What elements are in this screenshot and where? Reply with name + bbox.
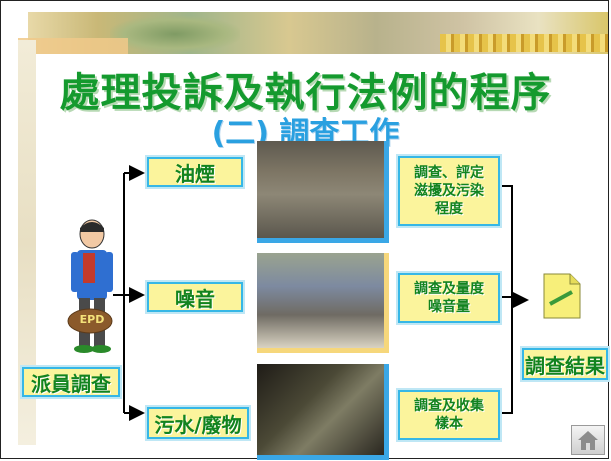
epd-badge: EPD xyxy=(79,313,105,326)
category-smoke-label: 油煙 xyxy=(175,161,215,186)
action-waste-label: 調查及收集樣本 xyxy=(414,398,484,432)
action-noise-box: 調查及量度噪音量 xyxy=(398,273,500,323)
connector-bracket xyxy=(500,185,513,414)
officer-figure xyxy=(67,219,113,353)
category-waste-box: 污水/廢物 xyxy=(147,407,249,439)
action-waste-box: 調查及收集樣本 xyxy=(398,390,500,440)
category-noise-label: 噪音 xyxy=(175,286,215,311)
document-icon xyxy=(543,273,581,319)
category-waste-label: 污水/廢物 xyxy=(154,412,242,437)
investigation-result-label: 調查結果 xyxy=(525,353,605,378)
category-noise-box: 噪音 xyxy=(147,282,243,312)
smoke-investigation-photo xyxy=(257,141,389,243)
gold-decoration xyxy=(440,34,608,52)
slide-title: 處理投訴及執行法例的程序 xyxy=(59,70,552,116)
action-smoke-label: 調查、評定滋擾及污染程度 xyxy=(414,165,484,217)
action-noise-label: 調查及量度噪音量 xyxy=(414,281,484,315)
decorative-sidebar xyxy=(18,40,36,445)
noise-measurement-photo xyxy=(257,253,389,353)
home-icon xyxy=(578,431,598,450)
home-button[interactable] xyxy=(571,425,605,455)
dispatch-investigation-label: 派員調查 xyxy=(31,371,111,396)
action-smoke-box: 調查、評定滋擾及污染程度 xyxy=(398,156,500,226)
leaf-decoration xyxy=(110,16,240,52)
investigation-result-box: 調查結果 xyxy=(522,348,608,380)
sidebar-accent xyxy=(18,38,128,54)
dispatch-investigation-box: 派員調查 xyxy=(22,367,120,397)
sample-collection-photo xyxy=(257,364,389,460)
category-smoke-box: 油煙 xyxy=(147,157,243,187)
